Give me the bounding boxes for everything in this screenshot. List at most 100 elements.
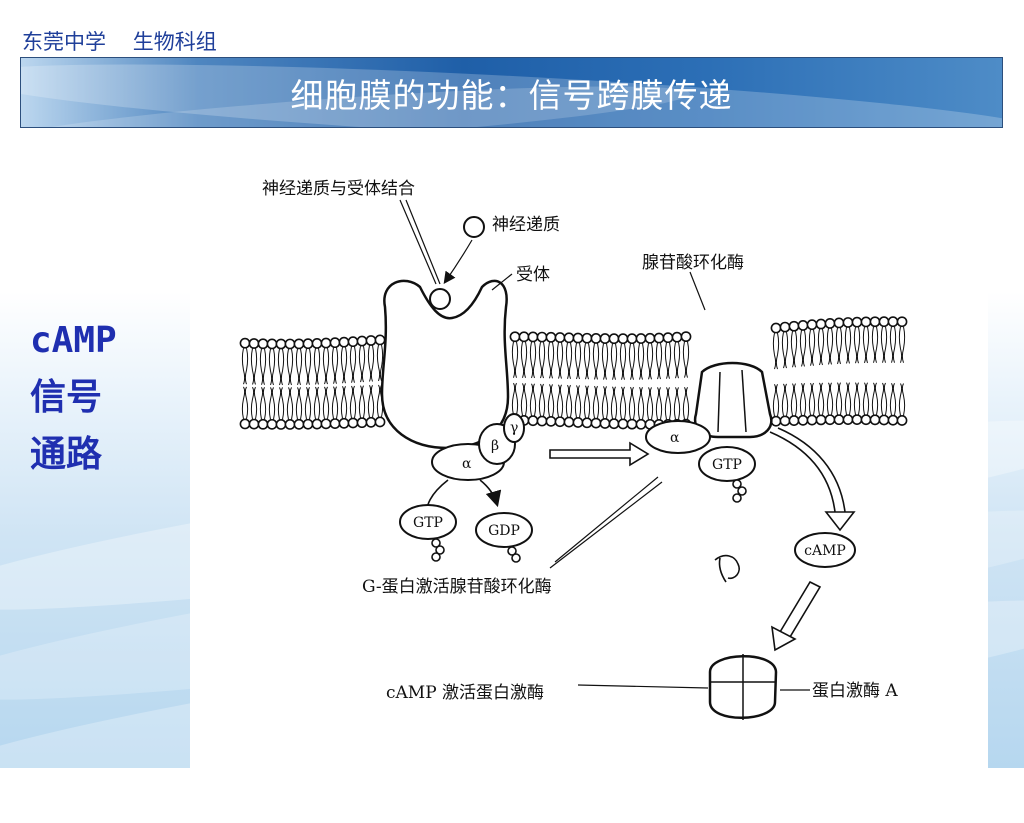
lipid-tail (250, 348, 255, 385)
lipid-tail (514, 341, 519, 378)
lipid-tail (898, 383, 903, 416)
lipid-head (896, 316, 908, 328)
lipid-head (590, 333, 602, 344)
lipid-tail (277, 387, 282, 420)
lipid-tail (541, 341, 546, 379)
lipid-tail (799, 330, 804, 367)
camp-label: cAMP (804, 543, 846, 559)
lipid-tail (856, 327, 861, 364)
lipid-tail (820, 382, 825, 415)
gtp-molecule-left (399, 504, 457, 540)
lipid-head (653, 332, 665, 344)
lipid-head (239, 418, 251, 430)
school-header: 东莞中学 生物科组 (22, 26, 217, 56)
lipid-head (770, 415, 782, 427)
lipid-tail (244, 348, 249, 385)
lipid-head (275, 338, 287, 350)
g-beta-label: β (491, 438, 499, 454)
lipid-head (680, 331, 692, 343)
lipid-tail (901, 383, 906, 416)
lipid-tail (271, 348, 276, 386)
lipid-tail (349, 346, 354, 383)
lipid-tail (325, 347, 330, 385)
lipid-tail (577, 342, 582, 380)
lipid-tail (676, 387, 681, 420)
lipid-tail (637, 387, 642, 420)
lipid-tail (538, 383, 543, 417)
g-protein-label: G-蛋白激活腺苷酸环化酶 (362, 577, 552, 597)
lipid-tail (358, 385, 363, 418)
lipid-head (608, 418, 620, 430)
activated-alpha-label: α (670, 430, 680, 446)
lipid-heads-top (239, 316, 908, 350)
lipid-head (896, 415, 908, 426)
lipid-tail (775, 383, 780, 417)
lipid-tail (835, 382, 840, 415)
lipid-head (860, 414, 872, 426)
binding-label: 神经递质与受体结合 (262, 179, 415, 199)
lipid-tail (565, 342, 570, 379)
lipid-tail (559, 384, 564, 417)
lipid-tail (673, 342, 678, 379)
lipid-tail (610, 343, 615, 380)
lipid-tail (331, 347, 336, 384)
lipid-head (545, 415, 557, 427)
lipid-tail (889, 382, 894, 416)
lipid-head (356, 335, 368, 347)
lipid-tail (847, 327, 852, 364)
lipid-tail (277, 348, 282, 386)
lipid-head (293, 418, 305, 430)
bound-neurotransmitter (429, 288, 451, 310)
lipid-head (284, 418, 296, 430)
lipid-tail (523, 383, 528, 416)
lipid-tail (595, 385, 600, 419)
lipid-tail (619, 386, 624, 420)
lipid-tail (313, 348, 318, 385)
lipid-head (329, 418, 341, 429)
lipid-tail (583, 343, 588, 380)
lipid-head (635, 333, 647, 344)
lipid-tail (667, 342, 672, 379)
gdp-molecule (475, 512, 533, 548)
lipid-head (833, 414, 845, 426)
lipid-head (347, 417, 359, 429)
lipid-head (833, 317, 845, 329)
lipid-tail (568, 384, 573, 418)
lipid-tail (790, 331, 795, 368)
activated-g-alpha (645, 420, 711, 454)
lipid-tail (838, 327, 843, 365)
lipid-tail (244, 386, 249, 420)
lipid-tail (604, 343, 609, 380)
lipid-head (599, 333, 611, 344)
gdp-label: GDP (488, 523, 520, 539)
lipid-tail (304, 348, 309, 385)
lipid-head (590, 417, 602, 429)
lipid-tail (628, 386, 633, 420)
receptor-protein (380, 279, 510, 450)
lipid-tail (817, 382, 822, 415)
lipid-tail (322, 347, 327, 385)
lipid-tail (871, 326, 876, 363)
lipid-tail (781, 332, 786, 369)
lipid-tail (772, 383, 777, 417)
lipid-tail (370, 385, 375, 418)
lipid-tail (280, 387, 285, 420)
gtp-molecule-right (698, 446, 756, 482)
lipid-tail (565, 384, 570, 418)
lipid-tail (268, 348, 273, 386)
lipid-tail (610, 386, 615, 419)
free-neurotransmitter (463, 216, 485, 238)
lipid-tail (520, 341, 525, 378)
lipid-head (293, 338, 305, 350)
lipid-tail (889, 326, 894, 363)
lipid-tail (781, 383, 786, 416)
lipid-tail (325, 386, 330, 419)
lipid-tail (268, 387, 273, 420)
lipid-head (626, 418, 638, 430)
lipid-tail (532, 341, 537, 379)
lipid-tail (307, 348, 312, 385)
lipid-tail (241, 348, 246, 385)
lipid-head (527, 331, 539, 343)
lipid-tail (298, 387, 303, 420)
lipid-head (824, 318, 836, 329)
